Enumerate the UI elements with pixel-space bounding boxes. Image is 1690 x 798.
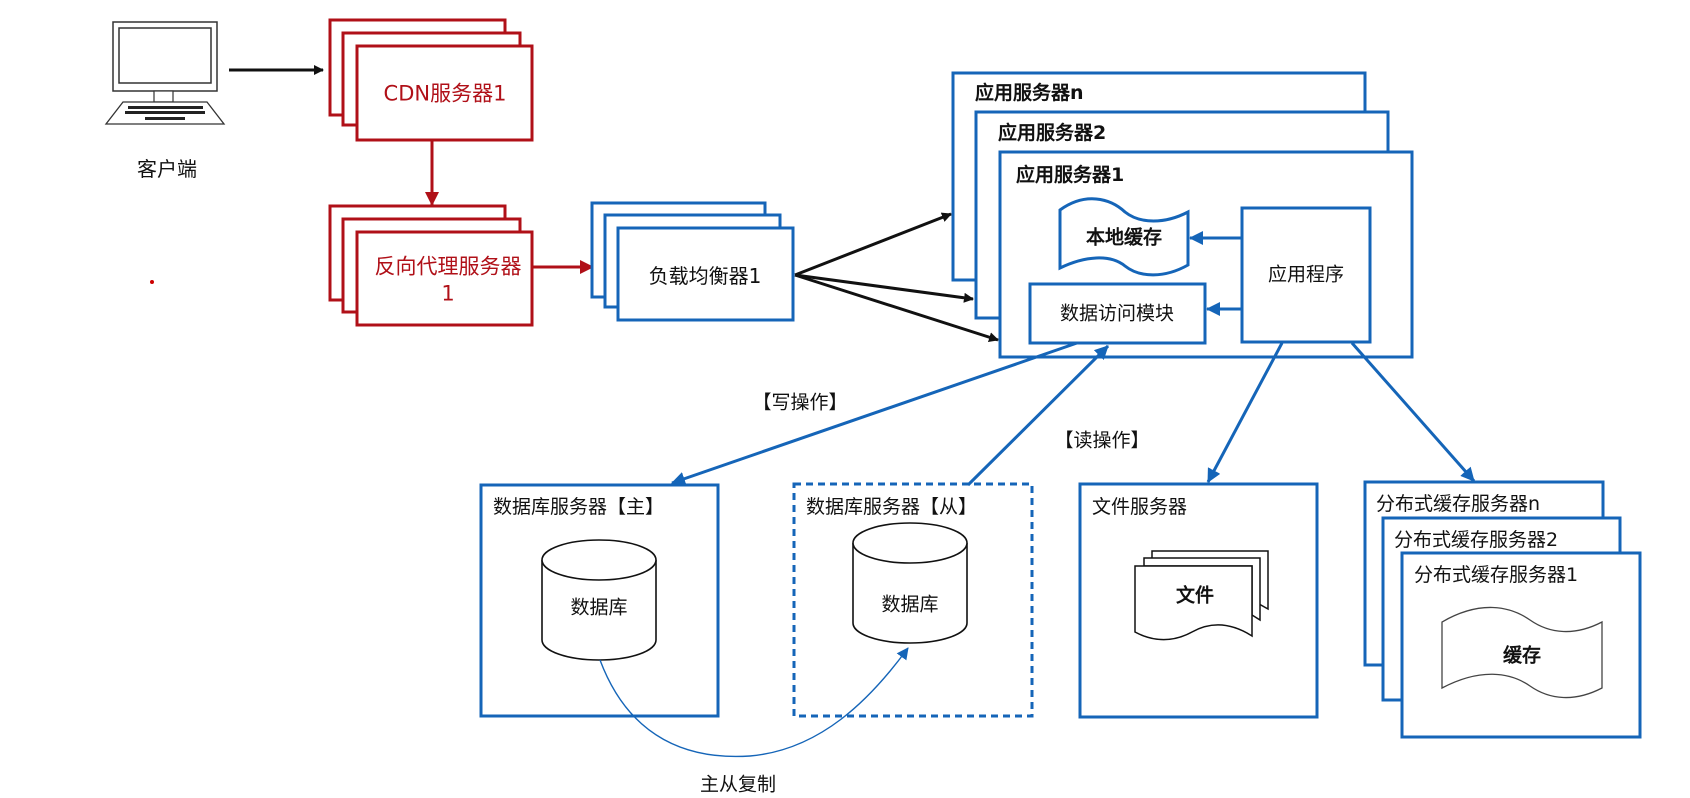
app-program-box [1240, 206, 1372, 344]
replication-label: 主从复制 [699, 773, 777, 796]
lb-to-app-arrows [794, 212, 999, 343]
data-access-module-box [1028, 282, 1207, 345]
database-cylinder-icon [852, 522, 968, 644]
cache-label: 缓存 [1502, 644, 1542, 667]
data-access-label: 数据访问模块 [1059, 302, 1175, 325]
client-label: 客户端 [137, 157, 197, 181]
read-operation-label: 【读操作】 [1054, 429, 1150, 452]
replication-arrow [599, 647, 909, 758]
reverse-proxy-stack [328, 204, 534, 327]
app-program-label: 应用程序 [1267, 263, 1345, 286]
cdn-server-stack [328, 18, 534, 142]
write-operation-label: 【写操作】 [752, 391, 848, 414]
local-cache-shape [1058, 197, 1190, 277]
proxy-label-line2: 1 [441, 281, 455, 306]
write-operation-arrow [671, 341, 1078, 486]
db-master-db-label: 数据库 [570, 596, 628, 619]
proxy-label-line1: 反向代理服务器 [374, 254, 522, 279]
app-server-n-title: 应用服务器n [975, 82, 1084, 104]
desktop-computer-icon [104, 21, 226, 125]
db-master-title: 数据库服务器【主】 [493, 496, 665, 518]
red-dot-marker [150, 280, 154, 284]
local-cache-label: 本地缓存 [1085, 226, 1163, 249]
dist-cache-2-title: 分布式缓存服务器2 [1394, 529, 1559, 551]
app-server-1-title: 应用服务器1 [1016, 164, 1125, 186]
dist-cache-1-title: 分布式缓存服务器1 [1414, 564, 1579, 586]
database-cylinder-icon [541, 539, 657, 661]
app-to-dist-cache-arrow [1350, 342, 1476, 482]
load-balancer-stack [590, 201, 795, 322]
app-server-2-title: 应用服务器2 [998, 122, 1107, 144]
file-server-title: 文件服务器 [1092, 496, 1188, 518]
files-icon [1134, 550, 1269, 641]
db-slave-db-label: 数据库 [881, 593, 939, 616]
app-to-file-server-arrow [1206, 342, 1284, 483]
files-label: 文件 [1175, 584, 1215, 607]
cdn-label: CDN服务器1 [383, 81, 507, 106]
cache-shape [1441, 606, 1603, 699]
db-slave-title: 数据库服务器【从】 [806, 496, 978, 518]
load-balancer-label: 负载均衡器1 [648, 264, 762, 288]
dist-cache-n-title: 分布式缓存服务器n [1376, 493, 1541, 515]
read-operation-arrow [966, 344, 1110, 487]
